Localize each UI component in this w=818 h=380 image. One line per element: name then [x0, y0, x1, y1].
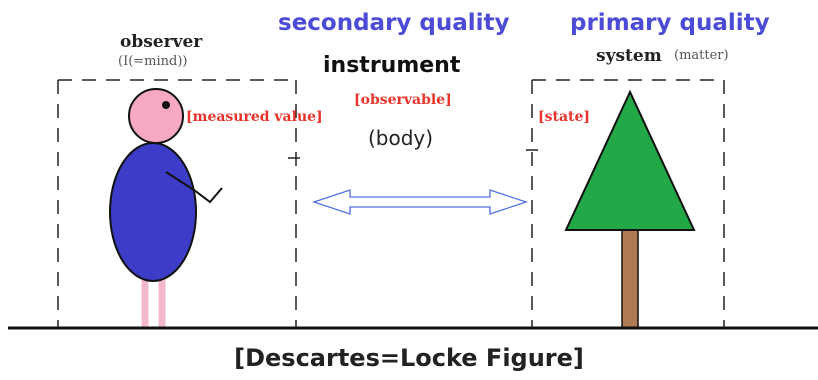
figure-caption: [Descartes=Locke Figure]	[0, 344, 818, 372]
observer-torso	[110, 143, 196, 281]
observable-tag: [observable]	[354, 92, 452, 108]
double-arrow	[314, 190, 526, 214]
body-label: (body)	[368, 126, 433, 150]
system-sublabel: (matter)	[674, 48, 729, 63]
state-tag: [state]	[538, 109, 590, 125]
measured-value-tag: [measured value]	[186, 109, 323, 125]
observer-label: observer	[120, 32, 202, 52]
system-label: system	[596, 46, 662, 66]
primary-quality-heading: primary quality	[570, 10, 770, 36]
tree-trunk	[622, 228, 638, 328]
observer-sublabel: (I(=mind))	[118, 54, 188, 69]
instrument-label: instrument	[323, 53, 460, 78]
observer-eye	[162, 101, 170, 109]
tree-figure	[566, 92, 694, 328]
observer-head	[129, 89, 183, 143]
secondary-quality-heading: secondary quality	[278, 10, 510, 36]
